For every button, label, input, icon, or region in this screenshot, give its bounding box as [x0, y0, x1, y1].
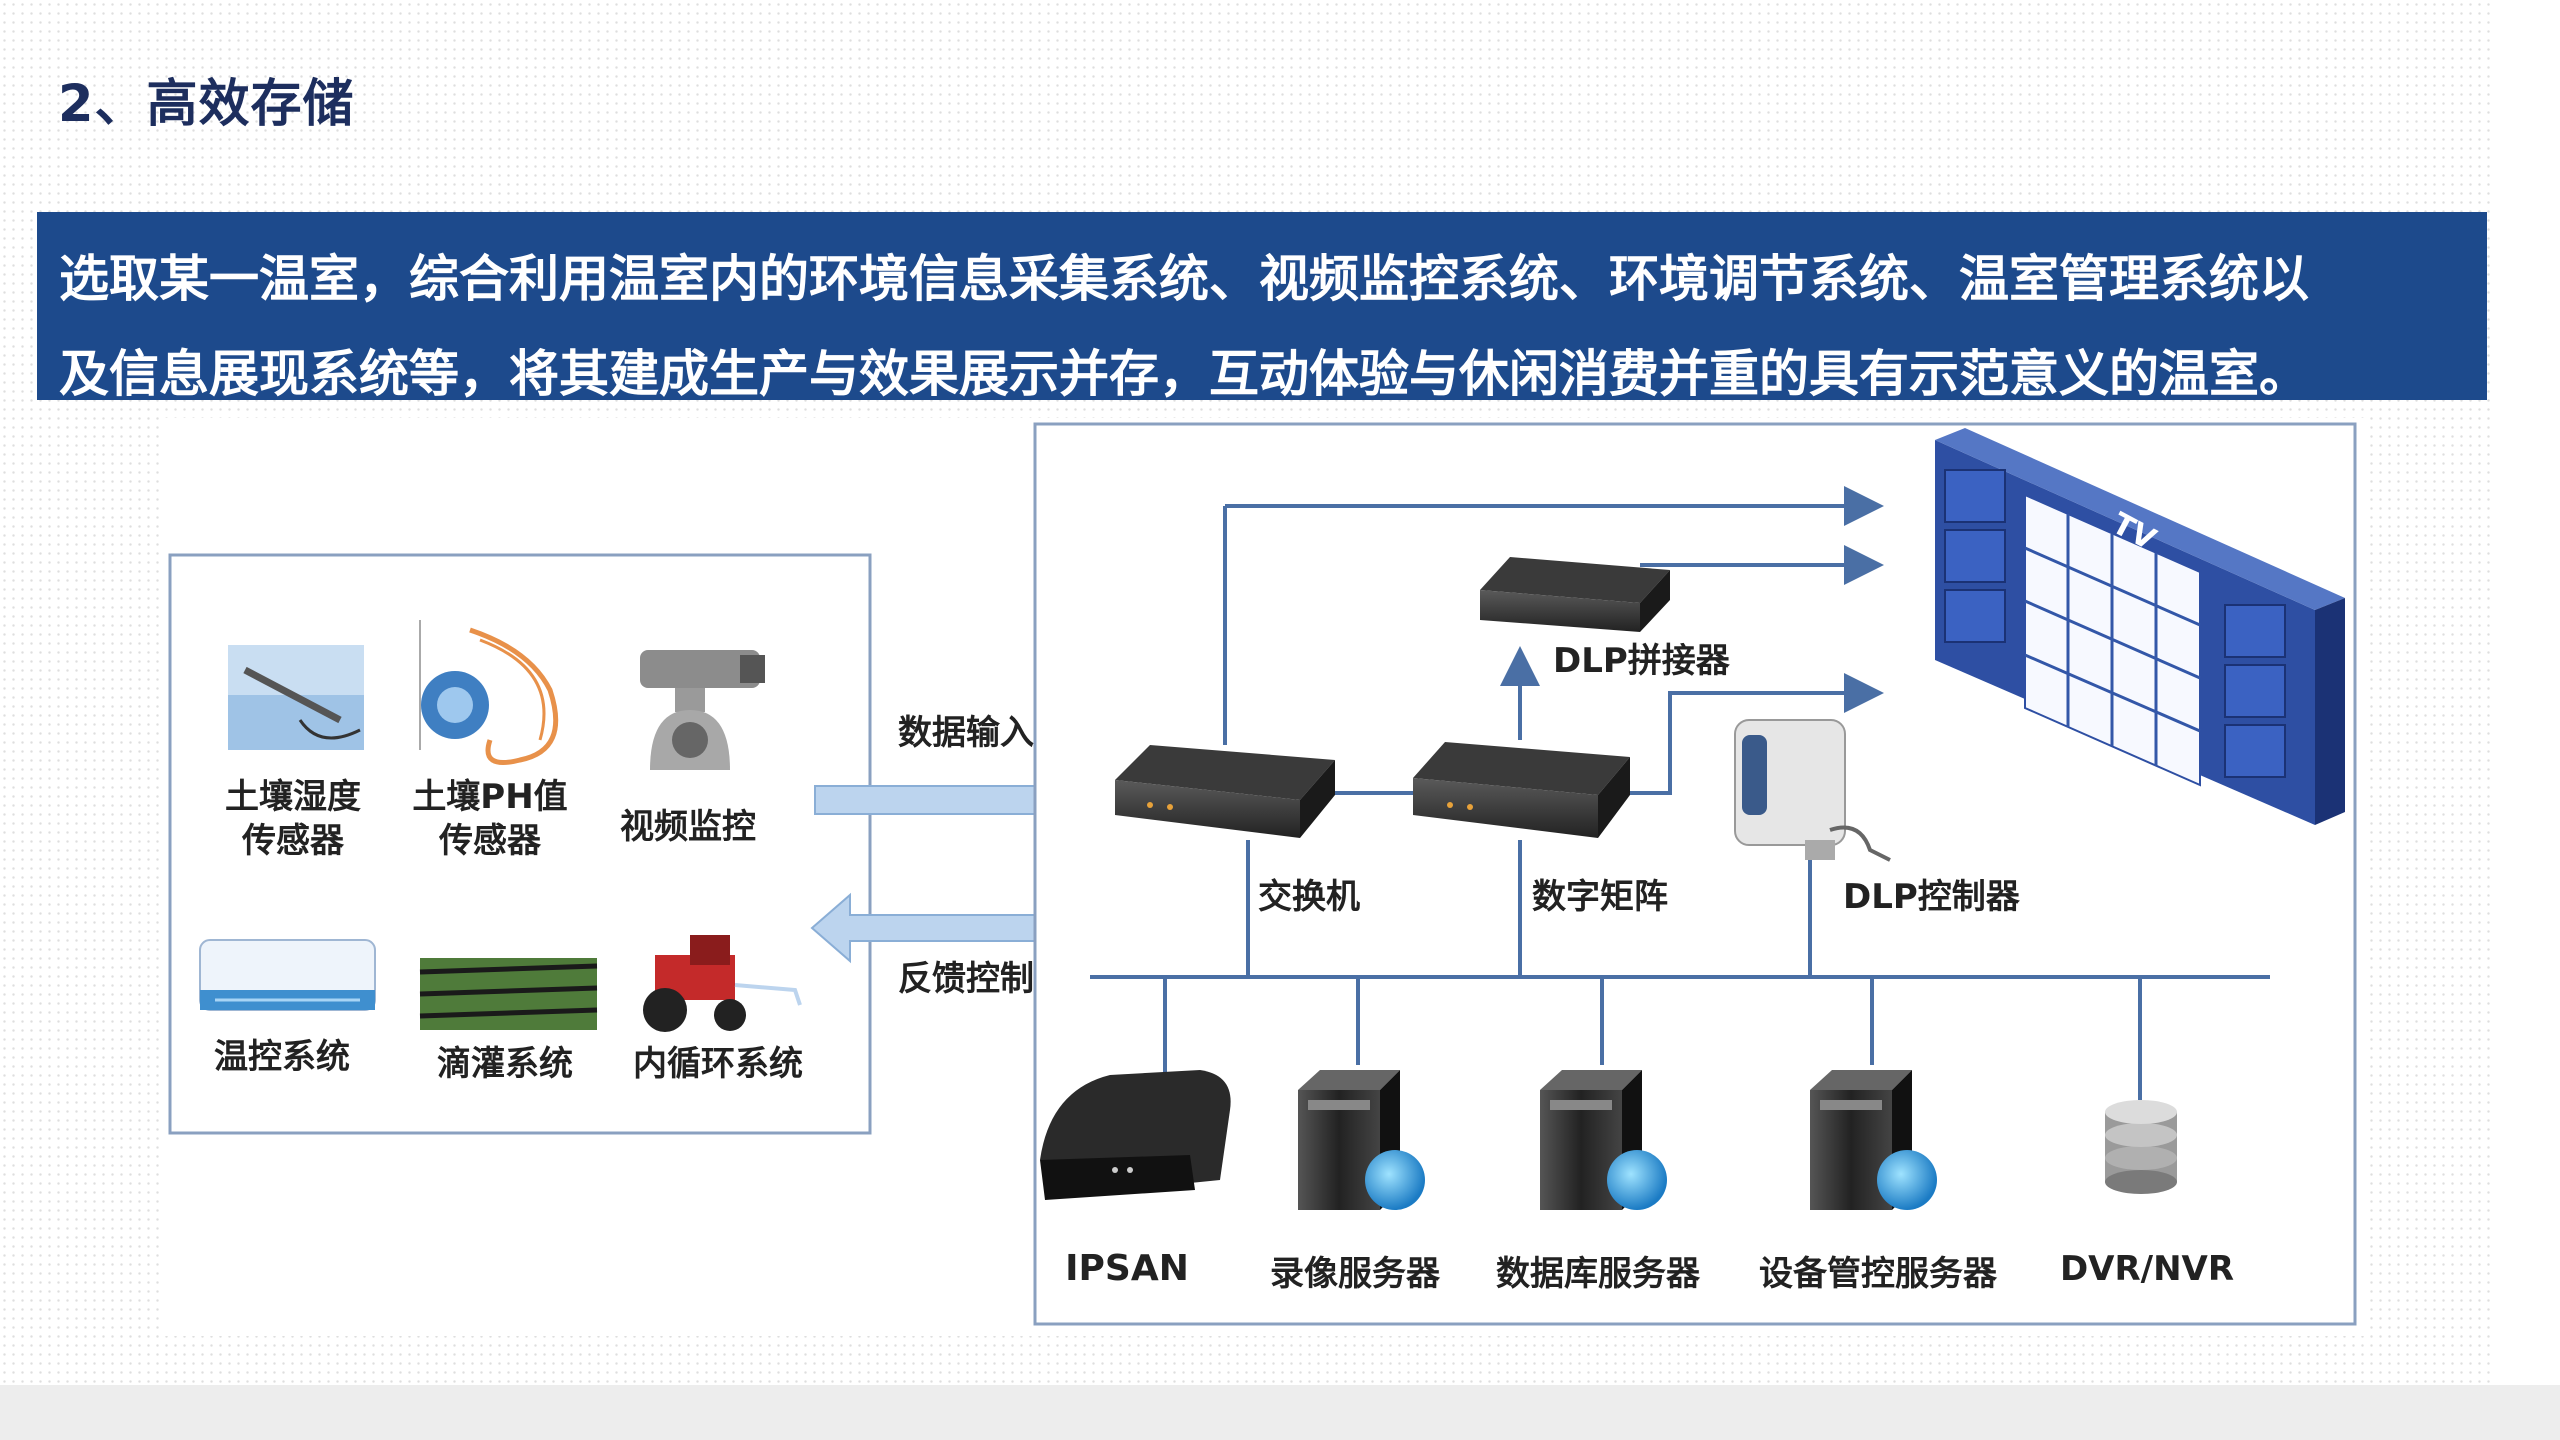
device-management-server-label: 设备管控服务器 [1759, 1254, 1998, 1294]
ipsan-label: IPSAN [1065, 1248, 1189, 1289]
dlp-controller-label: DLP控制器 [1843, 877, 2021, 917]
device-management-server-icon [1810, 1070, 1937, 1210]
dlp-splicer-icon [1480, 557, 1670, 632]
soil-humidity-label-1: 土壤湿度 [225, 777, 361, 817]
dvr-nvr-icon [2105, 1100, 2177, 1194]
soil-humidity-sensor-icon [228, 645, 364, 750]
soil-ph-sensor-icon [419, 620, 559, 765]
video-camera-icon [640, 650, 765, 770]
ipsan-icon [1040, 1070, 1231, 1200]
banner-line-1: 选取某一温室，综合利用温室内的环境信息采集系统、视频监控系统、环境调节系统、温室… [59, 250, 2309, 308]
tv-wall-icon [1935, 428, 2345, 825]
connection-lines [1090, 486, 2270, 1100]
recorder-server-label: 录像服务器 [1270, 1254, 1441, 1294]
digital-matrix-icon [1413, 742, 1630, 838]
dvr-nvr-label: DVR/NVR [2060, 1249, 2234, 1289]
footer-band [0, 1385, 2560, 1440]
digital-matrix-label: 数字矩阵 [1532, 877, 1668, 917]
drip-irrigation-label: 滴灌系统 [437, 1044, 573, 1084]
page-title: 2、高效存储 [58, 75, 355, 134]
soil-humidity-label-2: 传感器 [241, 821, 345, 861]
switch-icon [1115, 745, 1335, 838]
switch-label: 交换机 [1258, 877, 1360, 917]
data-input-label: 数据输入 [898, 713, 1034, 753]
feedback-label: 反馈控制 [898, 959, 1034, 999]
database-server-icon [1540, 1070, 1667, 1210]
system-diagram: 土壤湿度 传感器 土壤PH值 传感器 视频监控 温控系统 滴灌系统 [160, 418, 2370, 1336]
tractor-icon [643, 935, 802, 1032]
soil-ph-label-1: 土壤PH值 [412, 777, 567, 817]
dlp-controller-icon [1734, 719, 1891, 862]
database-server-label: 数据库服务器 [1496, 1254, 1701, 1294]
circulation-label: 内循环系统 [633, 1044, 803, 1084]
soil-ph-label-2: 传感器 [438, 821, 542, 861]
air-conditioner-icon [199, 939, 376, 1011]
drip-irrigation-icon [419, 958, 598, 1030]
recorder-server-icon [1298, 1070, 1425, 1210]
banner-line-2: 及信息展现系统等，将其建成生产与效果展示并存，互动体验与休闲消费并重的具有示范意… [59, 345, 2309, 403]
temp-control-label: 温控系统 [214, 1037, 350, 1077]
dlp-splicer-label: DLP拼接器 [1553, 641, 1731, 681]
video-monitor-label: 视频监控 [620, 807, 756, 847]
description-banner: 选取某一温室，综合利用温室内的环境信息采集系统、视频监控系统、环境调节系统、温室… [37, 212, 2487, 403]
